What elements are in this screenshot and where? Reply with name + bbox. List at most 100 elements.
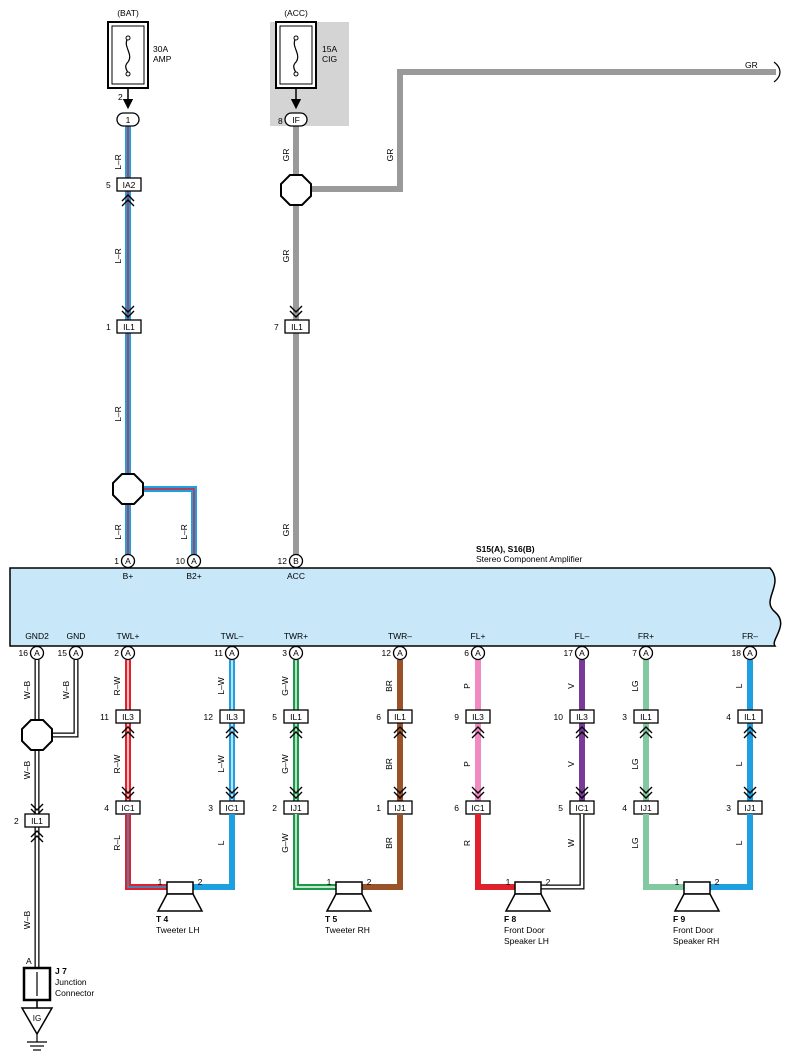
speaker-id: T 5	[325, 914, 338, 924]
wire-label: L	[734, 683, 744, 688]
wire-label: L–W	[216, 755, 226, 772]
acc-fuse-name: CIG	[322, 54, 337, 64]
wire-label: P	[462, 683, 472, 689]
ground-triangle	[20, 1007, 54, 1036]
chevron-down-icon	[121, 786, 135, 799]
wire-label-gr-2: GR	[385, 149, 395, 162]
chevron-up-icon	[575, 726, 589, 739]
bottom-terminal-label: TWL–	[221, 631, 244, 641]
wire-label-wb-2: W–B	[61, 680, 71, 699]
bottom-terminal-conn: A	[34, 648, 40, 658]
speaker-id: T 4	[156, 914, 169, 924]
wire-label-wb-4: W–B	[22, 910, 32, 929]
chevron-down-icon	[393, 786, 407, 799]
wire-label-wb-1: W–B	[22, 680, 32, 699]
wire-label: G–W	[280, 754, 290, 773]
speaker-line1: Tweeter LH	[156, 925, 199, 935]
connector-il1-left: 1 IL1	[106, 305, 142, 334]
wire-label: R–W	[112, 677, 122, 696]
connector-pin: 2	[272, 803, 277, 813]
acc-fuse-rating: 15A	[322, 44, 337, 54]
bottom-terminal-conn: A	[747, 648, 753, 658]
bottom-terminal-pin: 2	[114, 648, 119, 658]
chevron-down-icon	[289, 786, 303, 799]
wire-label-gr-3: GR	[281, 250, 291, 263]
wire-label: V	[566, 761, 576, 767]
connector-if: IF	[284, 112, 308, 127]
connector-ia2: 5 IA2	[106, 177, 142, 207]
acc-fuse: (ACC) 15A CIG	[275, 8, 337, 89]
chevron-down-icon	[225, 786, 239, 799]
chevron-down-icon	[471, 786, 485, 799]
speaker-pin-b: 2	[546, 877, 551, 887]
top-terminal-label: B2+	[186, 571, 201, 581]
wire-label: LG	[630, 680, 640, 691]
bottom-terminal-pin: 18	[732, 648, 742, 658]
wire-label: R–W	[112, 755, 122, 774]
speaker-id: F 9	[673, 914, 686, 924]
wire-label: L	[734, 761, 744, 766]
wire-label-gr-4: GR	[281, 524, 291, 537]
connector-il1-acc-name: IL1	[291, 322, 303, 332]
top-terminal-pin: 10	[176, 556, 186, 566]
ground-path: W–B W–B W–B W–B 2 IL1 A J 7 Junction Con…	[14, 660, 94, 1051]
junction-id: J 7	[55, 966, 67, 976]
top-terminal-pin: 12	[278, 556, 288, 566]
bottom-terminal-conn: A	[643, 648, 649, 658]
connector-name: IL3	[472, 712, 484, 722]
bottom-terminal-pin: 15	[58, 648, 68, 658]
chevron-up-icon	[225, 726, 239, 739]
bottom-terminal-conn: A	[579, 648, 585, 658]
amplifier-body	[9, 567, 782, 647]
bottom-terminal-label: FR–	[742, 631, 758, 641]
speaker-line2: Speaker LH	[504, 936, 549, 946]
bottom-terminal-conn: A	[229, 648, 235, 658]
connector-name: IJ1	[394, 803, 406, 813]
connector-name: IC1	[575, 803, 589, 813]
connector-name: IL1	[744, 712, 756, 722]
connector-pin: 5	[558, 803, 563, 813]
wire-label: BR	[384, 837, 394, 849]
wire-label: LG	[630, 758, 640, 769]
chevron-up-icon	[639, 726, 653, 739]
bottom-terminal-conn: A	[125, 648, 131, 658]
wire-label-gr-5: GR	[745, 60, 758, 70]
bottom-terminal-conn: A	[73, 648, 79, 658]
speaker-icon	[335, 881, 363, 895]
acc-source-label: (ACC)	[284, 8, 308, 18]
wire-label: L	[216, 840, 226, 845]
bottom-terminal-pin: 7	[632, 648, 637, 658]
ground-il1-name: IL1	[31, 816, 43, 826]
connector-il1-left-pin: 1	[106, 322, 111, 332]
bottom-terminal-pin: 11	[214, 648, 223, 658]
connector-pin: 10	[554, 712, 564, 722]
bottom-terminal-conn: A	[475, 648, 481, 658]
junction-line2: Connector	[55, 988, 94, 998]
chevron-down-icon	[639, 786, 653, 799]
connector-c1-label: 1	[126, 115, 131, 125]
bat-fuse: (BAT) 30A AMP	[107, 8, 172, 89]
speaker-pin-a: 1	[506, 877, 511, 887]
bottom-terminal-label: GND	[67, 631, 86, 641]
speaker-icon	[683, 881, 711, 895]
connector-pin: 9	[454, 712, 459, 722]
bottom-terminal-label: FR+	[638, 631, 654, 641]
connector-pin: 6	[376, 712, 381, 722]
speaker-icon	[514, 881, 542, 895]
connector-pin: 11	[100, 712, 109, 722]
amplifier-title: S15(A), S16(B)	[476, 544, 535, 554]
amplifier-subtitle: Stereo Component Amplifier	[476, 554, 582, 564]
connector-pin: 6	[454, 803, 459, 813]
chevron-up-icon	[393, 726, 407, 739]
wire-label: W	[566, 839, 576, 847]
bat-fuse-rating: 30A	[153, 44, 168, 54]
top-terminal-conn: B	[293, 556, 299, 566]
